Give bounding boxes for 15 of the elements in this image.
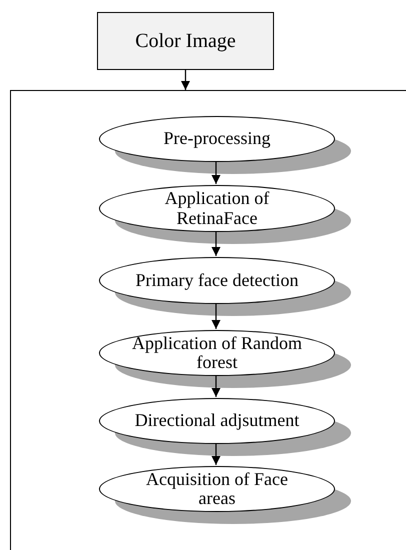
arrow [212, 443, 220, 465]
node-label: Application of Random forest [132, 334, 302, 372]
input-box [97, 12, 274, 70]
arrow [212, 375, 220, 397]
container-frame [10, 90, 406, 550]
node-label: Primary face detection [136, 270, 298, 290]
arrow [212, 303, 220, 329]
arrow [212, 161, 220, 184]
arrow [212, 231, 220, 256]
node-label: Application of RetinaFace [164, 189, 270, 228]
arrow [181, 70, 190, 90]
node-label: Color Image [135, 30, 236, 52]
node-label: Acquisition of Face areas [145, 470, 289, 508]
node-label: Directional adjsutment [134, 411, 300, 431]
node-label: Pre-processing [164, 129, 270, 149]
